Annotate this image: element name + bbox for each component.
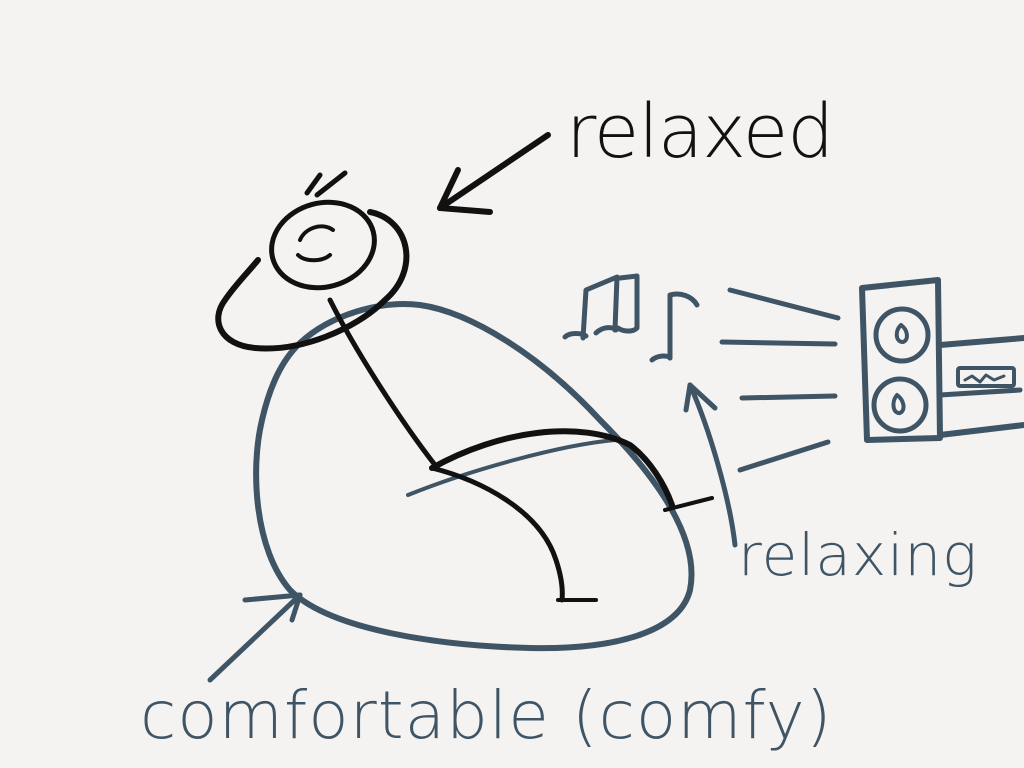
relaxing-annotation: relaxing xyxy=(683,382,978,589)
music-notes-icon xyxy=(562,273,700,363)
comfortable-label: comfortable (comfy) xyxy=(140,677,832,754)
comfortable-annotation: comfortable (comfy) xyxy=(140,592,832,754)
relaxed-annotation: relaxed xyxy=(437,89,834,215)
speaker-icon xyxy=(859,277,943,443)
relaxing-label: relaxing xyxy=(738,521,978,589)
stereo-unit-icon xyxy=(937,335,1024,438)
sound-waves xyxy=(719,287,841,473)
relaxed-label: relaxed xyxy=(566,89,833,175)
stick-figure-person xyxy=(215,170,714,603)
beanbag-chair xyxy=(253,301,695,652)
